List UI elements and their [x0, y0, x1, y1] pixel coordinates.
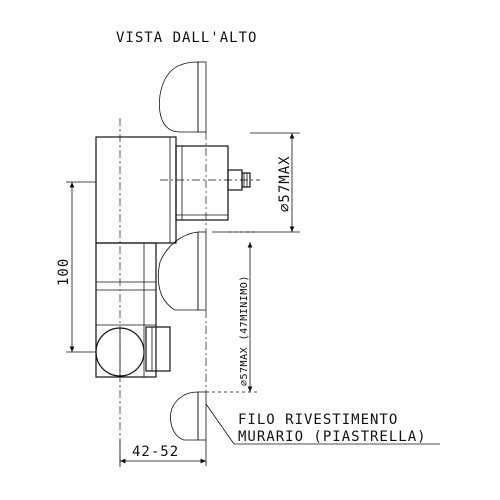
mixer-lower-body [95, 242, 171, 378]
wall-finish-label-line2: MURARIO (PIASTRELLA) [238, 429, 427, 445]
drawing-title: VISTA DALL'ALTO [116, 30, 257, 46]
wall-finish-label-line1: FILO RIVESTIMENTO [238, 412, 398, 428]
wall-finish-leader [205, 403, 235, 445]
dimension-100: 100 [56, 258, 72, 286]
wall-section-top [159, 61, 207, 133]
wall-section-bottom [170, 391, 207, 441]
wall-section-middle [157, 231, 207, 311]
mixer-body [95, 136, 251, 244]
dimension-42-52: 42-52 [132, 444, 179, 460]
dimension-57max-47minimo: ⌀57MAX (47MINIMO) [239, 275, 250, 386]
dimension-57max: ⌀57MAX [277, 155, 293, 212]
